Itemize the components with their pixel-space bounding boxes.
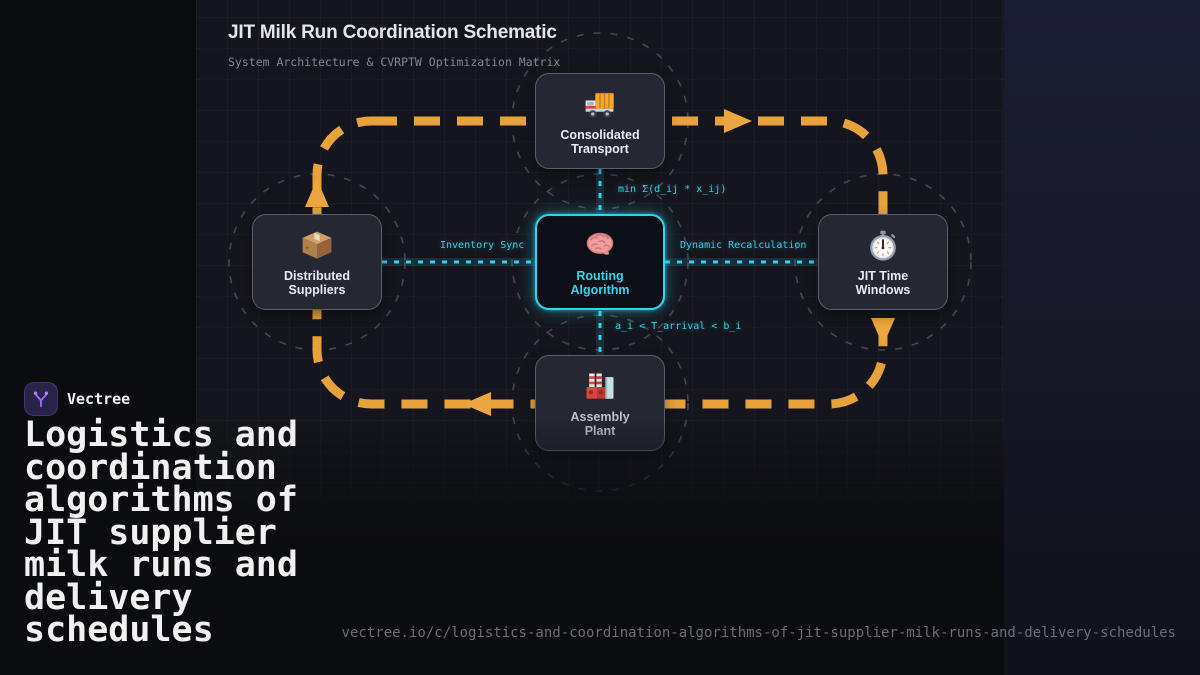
node-label: JIT Time Windows [855, 268, 911, 297]
vectree-branch-icon [33, 391, 49, 408]
diagram-title: JIT Milk Run Coordination Schematic [228, 22, 557, 43]
node-label: Assembly Plant [570, 409, 630, 438]
factory-icon [586, 373, 614, 399]
diagram-subtitle: System Architecture & CVRPTW Optimizatio… [228, 55, 561, 69]
node-assembly-plant: Assembly Plant [535, 355, 665, 451]
edge-label-time-window-constraint: a_i < T_arrival < b_i [615, 321, 742, 332]
node-routing-algorithm: Routing Algorithm [535, 214, 665, 310]
brain-icon [586, 232, 614, 255]
arrow-down-icon [871, 318, 895, 346]
node-label: Distributed Suppliers [284, 268, 350, 297]
node-label: Routing Algorithm [570, 268, 630, 297]
brand: Vectree [24, 382, 130, 416]
footer-url: vectree.io/c/logistics-and-coordination-… [341, 625, 1176, 641]
right-gradient-backdrop [1004, 0, 1200, 675]
arrow-up-icon [305, 179, 329, 207]
edge-label-inventory-sync: Inventory Sync [440, 240, 525, 251]
package-icon [302, 231, 332, 259]
brand-logo [24, 382, 58, 416]
node-jit-time-windows: JIT Time Windows [818, 214, 948, 310]
arrow-left-icon [463, 392, 491, 416]
page-headline: Logistics and coordination algorithms of… [24, 415, 298, 650]
edge-label-objective-function: min Σ(d_ij * x_ij) [618, 184, 727, 195]
stopwatch-icon [870, 230, 896, 261]
brand-name: Vectree [67, 390, 131, 408]
node-label: Consolidated Transport [560, 127, 640, 156]
edge-label-dynamic-recalculation: Dynamic Recalculation [680, 240, 807, 251]
node-consolidated-transport: Consolidated Transport [535, 73, 665, 169]
truck-icon [585, 92, 614, 118]
node-distributed-suppliers: Distributed Suppliers [252, 214, 382, 310]
arrow-right-icon [724, 109, 752, 133]
